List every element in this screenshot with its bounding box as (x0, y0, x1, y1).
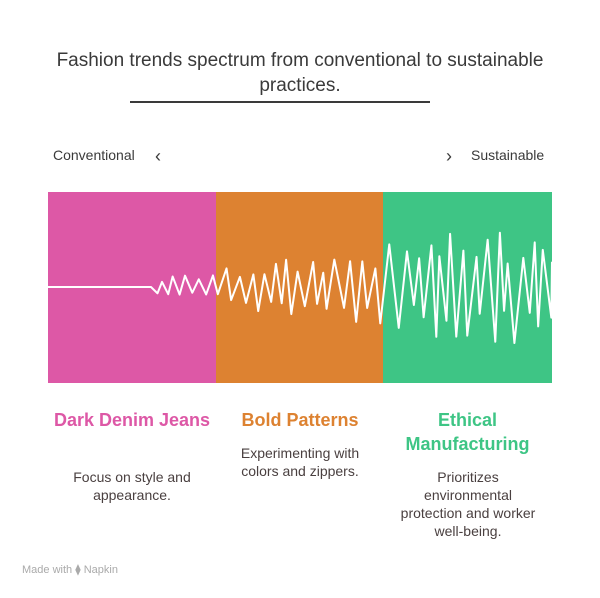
sustainable-label: Sustainable (471, 147, 545, 163)
page-title: Fashion trends spectrum from conventiona… (56, 50, 544, 96)
stage-title-ethical: Ethical Manufacturing (405, 410, 530, 454)
made-with-label: Made with (22, 564, 73, 576)
stage-title-bold-patterns: Bold Patterns (241, 410, 359, 430)
footer: Made with ⧫ Napkin (22, 563, 118, 576)
conventional-label: Conventional (53, 147, 135, 163)
stage-desc-bold-patterns: Experimenting with colors and zippers. (240, 445, 360, 479)
chevron-right-icon: › (446, 146, 452, 166)
stage-title-dark-denim: Dark Denim Jeans (53, 410, 211, 430)
title-underline (130, 101, 430, 103)
panel-transitional (216, 192, 383, 383)
napkin-brand: Napkin (83, 564, 118, 576)
waveform-line (48, 231, 552, 344)
stage-desc-dark-denim: Focus on style and appearance. (73, 469, 191, 503)
napkin-logo-icon: ⧫ (75, 564, 81, 576)
stage-desc-ethical: Prioritizes environmental protection and… (400, 469, 536, 539)
chevron-left-icon: ‹ (155, 146, 161, 166)
waveform (48, 231, 552, 344)
